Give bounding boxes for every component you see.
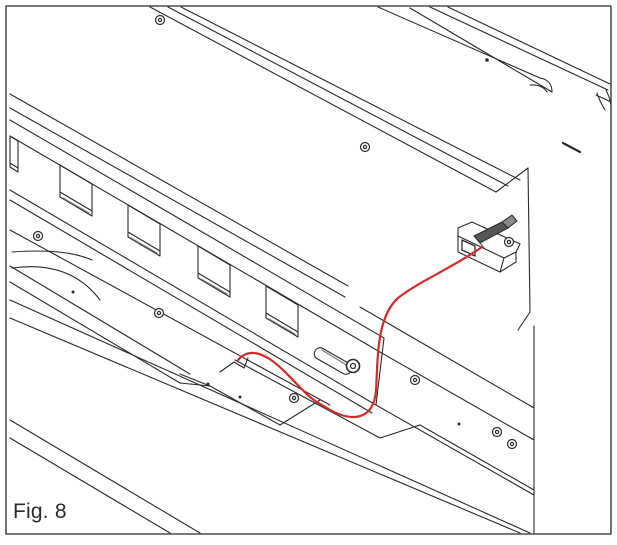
screw-icon xyxy=(345,358,361,374)
screw-icon xyxy=(288,392,300,404)
top-panel xyxy=(9,6,521,298)
screw-icon xyxy=(154,14,166,26)
perforated-wall xyxy=(9,119,385,414)
right-bracket xyxy=(375,351,535,496)
sensor-icon xyxy=(473,214,518,249)
top-right-rail xyxy=(377,6,612,111)
lower-plate xyxy=(209,359,421,439)
screw-icon xyxy=(32,230,44,242)
slider-slot xyxy=(313,347,353,375)
screw-icon xyxy=(491,426,503,438)
figure-label: Fig. 8 xyxy=(13,500,67,523)
sensor-bracket xyxy=(457,221,521,273)
holes xyxy=(71,58,489,426)
screw-icon xyxy=(409,374,421,386)
lower-left-area xyxy=(9,229,531,534)
screw-icon xyxy=(359,141,371,153)
tab-cutout xyxy=(219,357,249,373)
screw-icon xyxy=(503,236,515,248)
wire-icon xyxy=(236,245,484,419)
screws xyxy=(32,14,518,450)
figure-frame xyxy=(5,5,612,535)
wall-slots xyxy=(9,135,299,338)
screw-icon xyxy=(506,438,518,450)
mark-line xyxy=(561,141,582,154)
screw-icon xyxy=(153,307,165,319)
right-wall xyxy=(359,167,535,534)
